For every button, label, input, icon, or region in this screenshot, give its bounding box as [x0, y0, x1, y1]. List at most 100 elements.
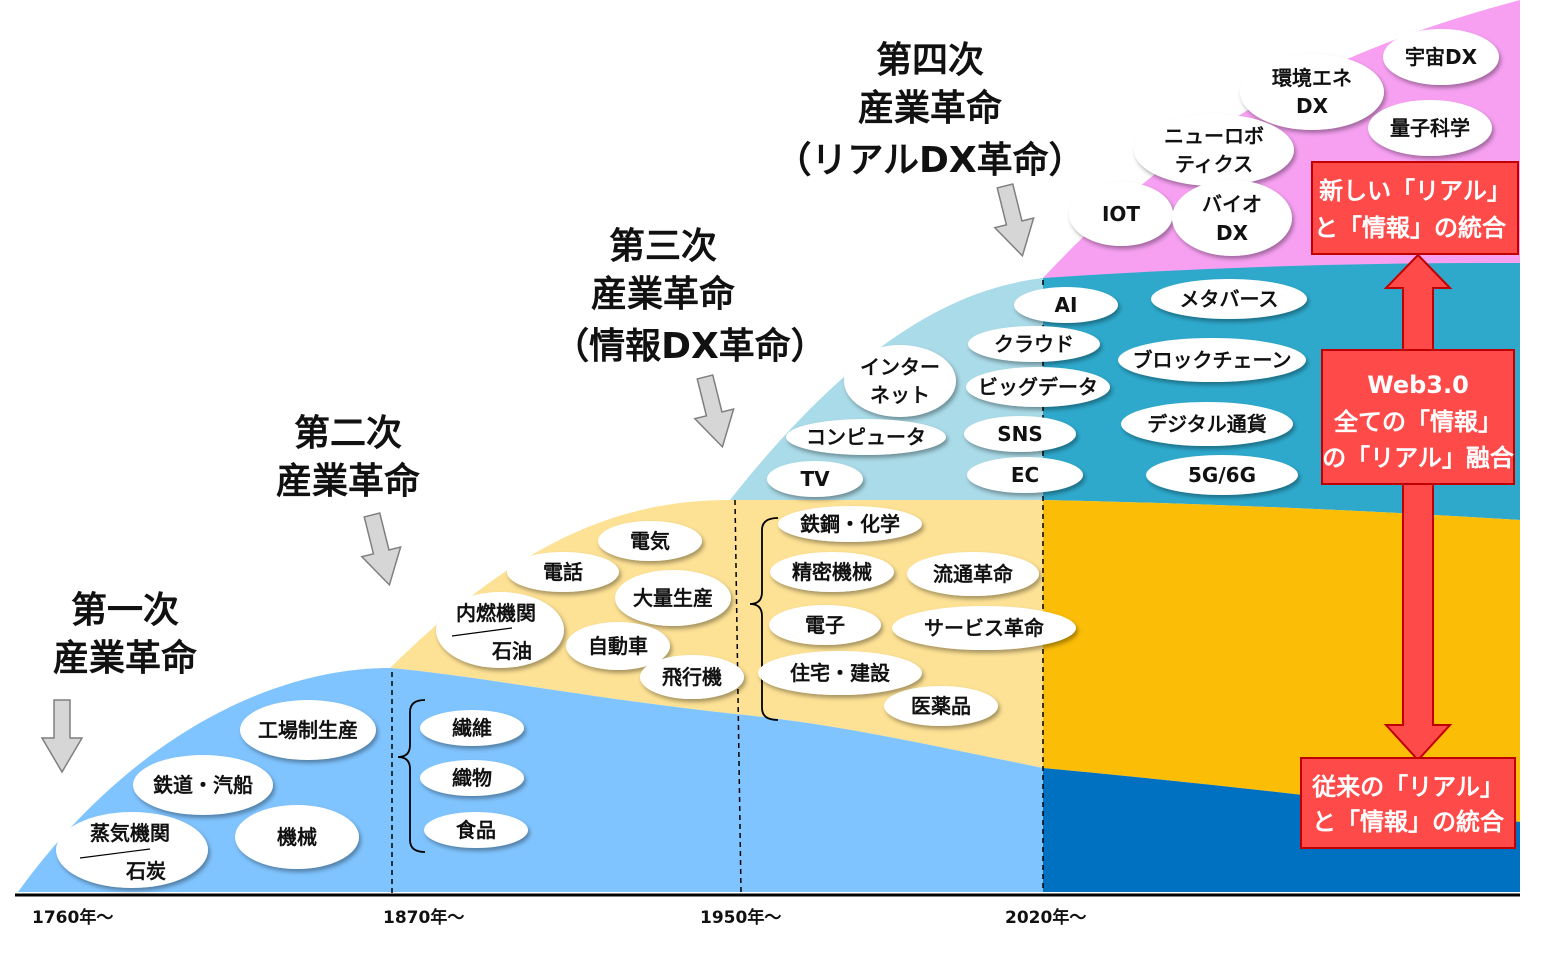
era-divider-1950: [734, 499, 742, 893]
item-metaverse: メタバース: [1151, 279, 1307, 319]
svg-text:Web3.0: Web3.0: [1367, 371, 1469, 399]
svg-text:ニューロボ: ニューロボ: [1164, 124, 1264, 148]
era-third: 第三次 産業革命 （情報DX革命）: [553, 226, 827, 367]
svg-text:コンピュータ: コンピュータ: [806, 425, 926, 449]
item-cloud: クラウド: [968, 326, 1100, 362]
item-internet: インター ネット: [844, 345, 956, 417]
svg-text:EC: EC: [1011, 463, 1039, 487]
item-energy: 環境エネ DX: [1240, 54, 1384, 130]
era-first: 第一次 産業革命: [53, 590, 197, 679]
svg-text:ビッグデータ: ビッグデータ: [978, 375, 1098, 399]
down-arrow-icon: [993, 183, 1035, 258]
svg-text:流通革命: 流通革命: [933, 562, 1014, 586]
svg-text:医薬品: 医薬品: [911, 694, 971, 718]
svg-text:内燃機関: 内燃機関: [456, 601, 536, 625]
svg-text:精密機械: 精密機械: [792, 560, 872, 584]
svg-text:大量生産: 大量生産: [633, 586, 713, 610]
svg-text:第三次: 第三次: [609, 226, 717, 267]
item-car: 自動車: [566, 622, 670, 670]
item-service: サービス革命: [892, 606, 1076, 650]
svg-text:産業革命: 産業革命: [53, 637, 197, 679]
down-arrow-icon: [693, 374, 735, 449]
item-iot: IOT: [1069, 182, 1173, 246]
item-computer: コンピュータ: [786, 419, 946, 455]
item-engine-oil: 内燃機関 石油: [436, 592, 564, 668]
svg-text:従来の「リアル」: 従来の「リアル」: [1311, 773, 1504, 801]
bracket-1950: [749, 517, 779, 721]
item-machine: 機械: [235, 805, 359, 869]
svg-text:ティクス: ティクス: [1175, 152, 1253, 176]
item-electricity: 電気: [598, 521, 702, 561]
svg-text:デジタル通貨: デジタル通貨: [1147, 412, 1267, 436]
item-precision: 精密機械: [770, 552, 894, 592]
svg-text:の「リアル」融合: の「リアル」融合: [1322, 444, 1515, 472]
item-telephone: 電話: [507, 552, 619, 592]
svg-text:AI: AI: [1055, 293, 1078, 317]
svg-text:SNS: SNS: [997, 422, 1043, 446]
svg-text:（リアルDX革命）: （リアルDX革命）: [775, 139, 1084, 181]
label-web3: Web3.0 全ての「情報」 の「リアル」融合: [1321, 349, 1515, 485]
item-robotics: ニューロボ ティクス: [1134, 114, 1294, 186]
svg-text:第四次: 第四次: [876, 40, 984, 81]
svg-text:5G/6G: 5G/6G: [1188, 463, 1256, 487]
item-mass-production: 大量生産: [615, 570, 731, 626]
item-fiber: 繊維: [420, 710, 524, 746]
svg-text:第二次: 第二次: [294, 413, 402, 454]
down-arrow-icon: [360, 512, 402, 587]
svg-text:（情報DX革命）: （情報DX革命）: [553, 325, 827, 367]
item-quantum: 量子科学: [1368, 100, 1492, 156]
item-bigdata: ビッグデータ: [966, 367, 1110, 407]
blue-band: [1043, 768, 1520, 892]
item-textile: 織物: [420, 760, 524, 796]
svg-text:TV: TV: [800, 467, 830, 491]
svg-text:食品: 食品: [456, 818, 496, 842]
item-digital-currency: デジタル通貨: [1121, 402, 1293, 446]
year-1760: 1760年～: [32, 907, 113, 928]
svg-text:電話: 電話: [543, 560, 583, 584]
svg-text:産業革命: 産業革命: [276, 460, 420, 502]
svg-text:インター: インター: [860, 355, 940, 379]
item-electronics: 電子: [769, 605, 881, 645]
svg-text:石油: 石油: [491, 639, 532, 663]
svg-text:メタバース: メタバース: [1180, 287, 1279, 311]
svg-text:工場制生産: 工場制生産: [258, 718, 358, 742]
item-bio: バイオ DX: [1172, 180, 1292, 256]
era-fourth: 第四次 産業革命 （リアルDX革命）: [775, 40, 1084, 181]
svg-text:クラウド: クラウド: [994, 332, 1074, 356]
bracket-1870: [397, 699, 426, 853]
label-old-integration: 従来の「リアル」 と「情報」の統合: [1300, 757, 1516, 849]
item-steam-coal: 蒸気機関 石炭: [56, 812, 208, 888]
svg-text:機械: 機械: [277, 825, 317, 849]
svg-text:電子: 電子: [805, 613, 845, 637]
svg-text:自動車: 自動車: [588, 634, 648, 658]
svg-text:宇宙DX: 宇宙DX: [1405, 45, 1478, 69]
svg-text:全ての「情報」: 全ての「情報」: [1333, 408, 1502, 436]
svg-text:DX: DX: [1216, 221, 1249, 245]
svg-text:サービス革命: サービス革命: [924, 616, 1045, 640]
svg-text:鉄道・汽船: 鉄道・汽船: [153, 773, 253, 797]
year-1870: 1870年～: [383, 907, 464, 928]
svg-text:織物: 織物: [452, 766, 492, 790]
item-sns: SNS: [964, 416, 1076, 452]
item-pharma: 医薬品: [884, 686, 998, 726]
svg-text:量子科学: 量子科学: [1390, 116, 1470, 140]
svg-text:ネット: ネット: [870, 383, 930, 407]
svg-text:鉄鋼・化学: 鉄鋼・化学: [800, 512, 900, 536]
svg-text:飛行機: 飛行機: [662, 665, 722, 689]
item-housing: 住宅・建設: [758, 651, 922, 695]
item-tv: TV: [767, 461, 863, 497]
svg-text:石炭: 石炭: [125, 859, 166, 883]
svg-text:DX: DX: [1296, 94, 1329, 118]
item-steel: 鉄鋼・化学: [778, 506, 922, 542]
item-ai: AI: [1014, 287, 1118, 323]
year-1950: 1950年～: [700, 907, 781, 928]
svg-text:と「情報」の統合: と「情報」の統合: [1312, 808, 1505, 836]
down-arrow-icon: [40, 699, 84, 774]
svg-text:バイオ: バイオ: [1202, 192, 1262, 216]
svg-text:住宅・建設: 住宅・建設: [790, 661, 891, 685]
svg-text:産業革命: 産業革命: [591, 273, 735, 315]
svg-text:電気: 電気: [630, 529, 670, 553]
svg-text:蒸気機関: 蒸気機関: [90, 821, 170, 845]
svg-text:IOT: IOT: [1102, 202, 1140, 226]
era-second: 第二次 産業革命: [276, 413, 420, 502]
